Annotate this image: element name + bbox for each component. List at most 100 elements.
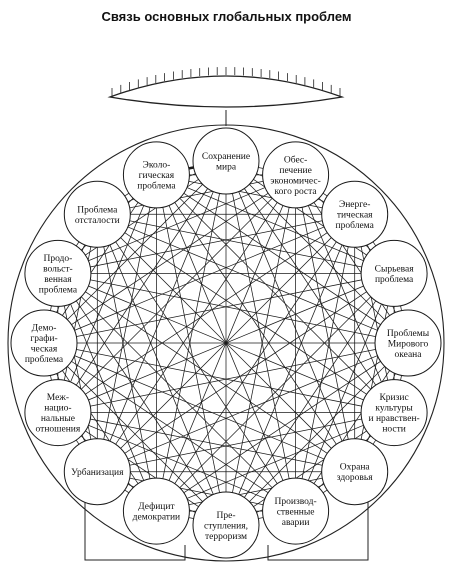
link	[43, 342, 296, 512]
problem-node-label: океана	[395, 350, 423, 360]
problem-node-label: нальные	[41, 414, 75, 424]
problem-node-label: ступления,	[204, 521, 248, 531]
problem-node-label: Пре-	[217, 511, 236, 521]
problem-node-label: Сохранение	[202, 152, 250, 162]
problem-node-circle	[122, 477, 190, 545]
problem-node-label: отношения	[36, 425, 81, 435]
link	[57, 273, 157, 512]
link	[97, 213, 409, 344]
link	[156, 174, 409, 344]
problem-node-label: кого роста	[275, 187, 318, 197]
link	[97, 273, 395, 473]
link	[57, 273, 227, 526]
problem-node-label: нацио-	[44, 404, 71, 414]
link	[57, 342, 409, 413]
problem-node-label: проблема	[137, 181, 176, 192]
link	[156, 174, 356, 472]
problem-node-label: Проблемы	[387, 328, 430, 339]
problem-node-label: ческая	[31, 345, 58, 355]
link	[97, 174, 296, 215]
problem-node-label: терроризм	[205, 532, 247, 542]
link	[57, 273, 98, 472]
problem-node-label: здоровья	[337, 473, 373, 483]
problem-node-label: тическая	[337, 211, 373, 221]
problem-node-label: Мирового	[388, 339, 429, 349]
problem-node-label: мира	[216, 163, 237, 173]
problem-node-label: Продо-	[43, 254, 72, 264]
problem-node-circle	[63, 180, 131, 248]
link	[96, 214, 296, 512]
problem-node-label: проблема	[25, 354, 64, 365]
problem-node-label: гическая	[139, 171, 175, 181]
problem-node-circle	[321, 438, 389, 506]
problem-node-label: аварии	[282, 518, 310, 528]
problem-node-label: демократии	[133, 513, 180, 523]
link	[295, 174, 409, 344]
link	[295, 342, 409, 512]
problem-node-label: Кризис	[379, 393, 408, 403]
link	[43, 273, 395, 344]
problem-node-urban: Урбанизация	[63, 438, 131, 506]
link	[156, 214, 356, 512]
link	[156, 160, 227, 512]
link	[57, 273, 355, 473]
link	[97, 471, 296, 512]
problem-node-label: ности	[382, 425, 406, 435]
link	[97, 213, 395, 413]
link	[225, 160, 296, 512]
problem-node-circle	[63, 438, 131, 506]
link	[354, 273, 395, 472]
link	[225, 412, 395, 526]
problem-node-label: Меж-	[47, 393, 69, 403]
link	[156, 174, 395, 274]
problem-node-circle	[374, 309, 442, 377]
problem-node-label: Демо-	[32, 324, 57, 334]
dome	[107, 67, 345, 126]
dome-ticks	[111, 67, 341, 96]
problem-node-label: графи-	[30, 333, 57, 344]
link	[225, 160, 395, 274]
link	[57, 214, 98, 413]
link	[57, 174, 157, 413]
link	[156, 174, 227, 526]
link	[57, 412, 227, 526]
problem-node-label: Энерге-	[339, 200, 370, 210]
problem-node-label: отсталости	[75, 216, 120, 226]
problem-node-label: Сырьевая	[375, 264, 415, 274]
problem-node-label: и нравствен-	[368, 414, 419, 424]
problem-node-circle	[122, 141, 190, 209]
problem-node-circle	[360, 239, 428, 307]
problem-node-circle	[262, 141, 330, 209]
problem-node-label: печение	[279, 166, 311, 176]
stand-left-leg	[84, 490, 186, 561]
problem-node-circle	[262, 477, 330, 545]
problem-node-label: Производ-	[275, 497, 317, 507]
link	[96, 174, 157, 472]
problem-node-label: экономичес-	[270, 176, 320, 186]
problem-node-label: Урбанизация	[71, 467, 124, 478]
diagram-title: Связь основных глобальных проблем	[101, 9, 352, 24]
link	[156, 471, 355, 512]
link	[156, 174, 395, 413]
link	[57, 213, 355, 413]
problem-node-label: вольст-	[43, 264, 73, 274]
link	[43, 174, 157, 344]
problem-node-label: Дефицит	[138, 501, 175, 512]
nodes: СохранениемираОбес-печениеэкономичес-ког…	[10, 127, 442, 559]
link	[43, 342, 157, 512]
outer-circle	[7, 124, 445, 562]
dome-cap	[107, 75, 345, 108]
stand	[84, 490, 369, 561]
link	[354, 214, 395, 413]
problem-node-label: проблема	[375, 274, 414, 285]
link	[96, 214, 157, 512]
problem-node-terror: Пре-ступления,терроризм	[192, 491, 260, 559]
link	[43, 342, 395, 413]
